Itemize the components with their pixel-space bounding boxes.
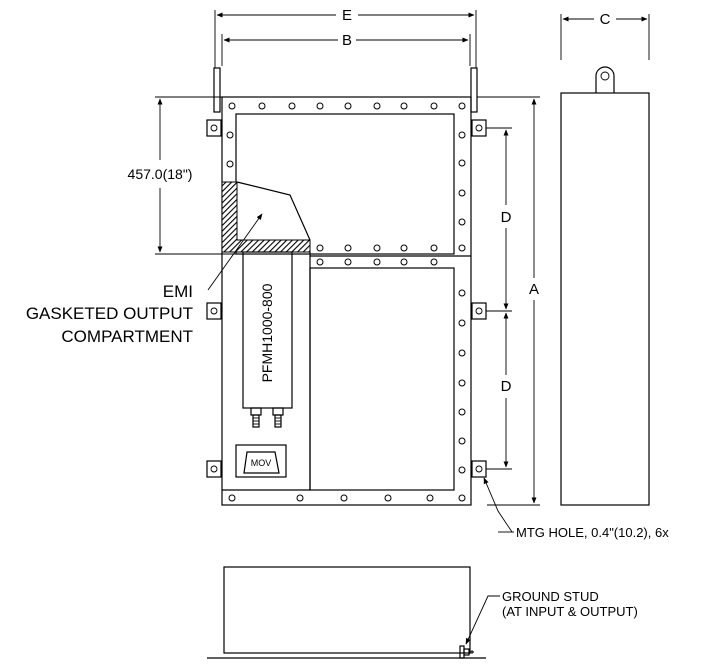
front-view: PFMH1000-800 MOV — [206, 67, 487, 506]
mtg-hole-label: MTG HOLE, 0.4"(10.2), 6x — [516, 525, 669, 540]
side-view-outline — [560, 92, 650, 506]
dim-e-label: E — [342, 7, 352, 24]
enclosure-outline — [221, 96, 472, 506]
mounting-tabs — [206, 119, 487, 478]
emi-compartment-outline — [236, 181, 311, 241]
module-label: PFMH1000-800 — [259, 283, 275, 382]
dimensions: E B C 457.0(18") D D A — [128, 7, 650, 506]
dim-c-label: C — [600, 11, 611, 28]
hanging-tab-right — [470, 67, 478, 113]
ground-stud-leader — [465, 595, 500, 645]
mov-base — [235, 444, 287, 478]
emi-label-line3: COMPARTMENT — [61, 327, 193, 346]
filter-module — [242, 251, 293, 409]
dim-d-top-label: D — [501, 209, 512, 226]
emi-label-line2: GASKETED OUTPUT — [26, 304, 193, 323]
emi-gasket-hatch — [221, 181, 311, 253]
dim-b-label: B — [342, 32, 352, 49]
mtg-hole-leader — [483, 477, 513, 533]
ground-stud-icon — [459, 645, 474, 659]
bottom-view: GROUND STUD (AT INPUT & OUTPUT) — [207, 566, 638, 659]
mov-label: MOV — [251, 458, 272, 468]
upper-panel — [235, 113, 455, 255]
ground-stud-label-line1: GROUND STUD — [502, 589, 599, 604]
emi-label-line1: EMI — [163, 282, 193, 301]
emi-leader — [207, 213, 263, 291]
dim-d-bottom-label: D — [501, 378, 512, 395]
module-terminals — [250, 407, 284, 428]
dim-height-label: 457.0(18") — [128, 166, 193, 182]
bolts — [226, 102, 466, 502]
side-view — [560, 66, 650, 506]
hanging-tab-left — [213, 67, 221, 113]
bottom-view-outline — [223, 566, 471, 654]
side-view-lifting-eye — [595, 66, 615, 93]
ground-stud-label-line2: (AT INPUT & OUTPUT) — [502, 604, 638, 619]
lower-panel — [309, 267, 455, 491]
dim-a-label: A — [529, 281, 539, 298]
mov-body — [243, 451, 280, 474]
